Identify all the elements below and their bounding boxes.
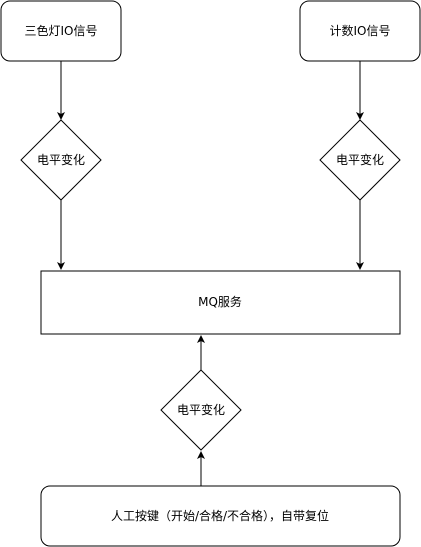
node-tricolor-signal[interactable]: 三色灯IO信号 bbox=[0, 0, 122, 62]
node-mq-service-label: MQ服务 bbox=[198, 294, 242, 309]
node-decision-left-label: 电平变化 bbox=[37, 152, 85, 167]
node-count-signal[interactable]: 计数IO信号 bbox=[299, 0, 421, 62]
node-mq-service[interactable]: MQ服务 bbox=[40, 270, 401, 335]
node-decision-bottom-label: 电平变化 bbox=[177, 402, 225, 417]
node-decision-left[interactable]: 电平变化 bbox=[20, 119, 102, 201]
node-manual-button[interactable]: 人工按键（开始/合格/不合格），自带复位 bbox=[40, 485, 401, 547]
node-decision-right-label: 电平变化 bbox=[336, 152, 384, 167]
node-decision-right[interactable]: 电平变化 bbox=[319, 119, 401, 201]
node-manual-button-label: 人工按键（开始/合格/不合格），自带复位 bbox=[111, 508, 329, 523]
node-count-signal-label: 计数IO信号 bbox=[330, 23, 391, 38]
node-tricolor-signal-label: 三色灯IO信号 bbox=[25, 24, 98, 38]
node-decision-bottom[interactable]: 电平变化 bbox=[160, 369, 242, 451]
